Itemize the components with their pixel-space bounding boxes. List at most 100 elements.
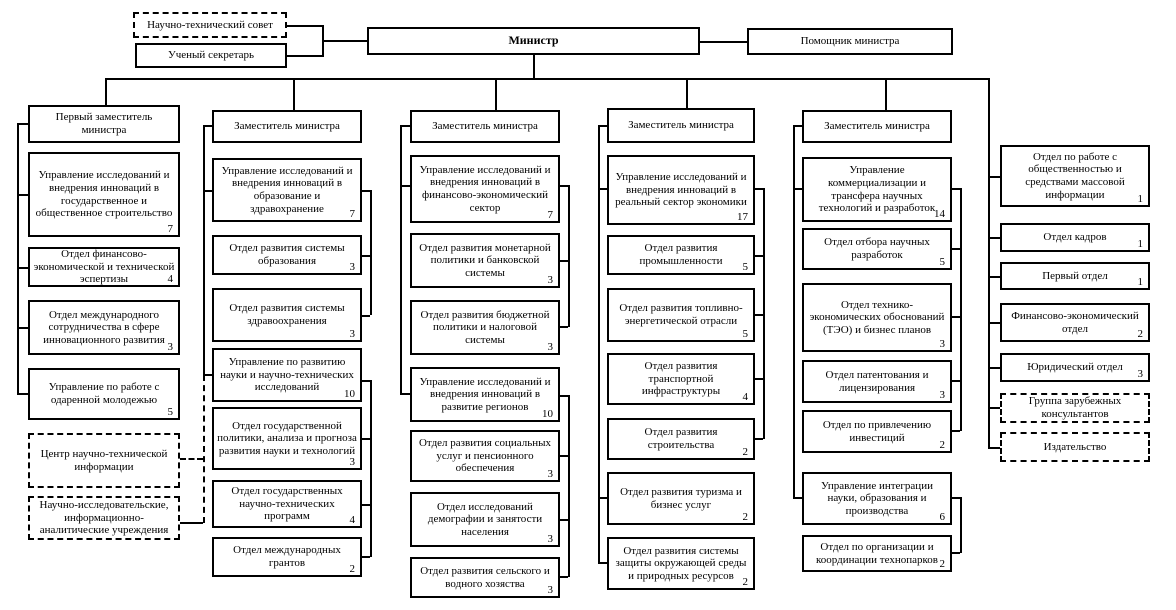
org-box-staff-count: 2: [742, 510, 749, 523]
org-box-c5-b3: Отдел технико-экономических обоснований …: [802, 283, 952, 352]
org-box-label: Управление интеграции науки, образования…: [821, 479, 933, 517]
org-box-label: Отдел технико-экономических обоснований …: [809, 298, 945, 336]
org-box-label: Управление исследований и внедрения инно…: [35, 169, 173, 220]
org-box-label: Отдел развития транспортной инфраструкту…: [641, 360, 721, 398]
org-box-science-council: Научно-технический совет: [133, 12, 287, 38]
org-box-staff-count: 3: [939, 337, 946, 350]
org-box-staff-count: 7: [349, 207, 356, 220]
org-box-c3-b6: Отдел исследований демографии и занятост…: [410, 492, 560, 547]
connector-line: [17, 327, 28, 329]
org-box-c2-b5: Отдел государственной политики, анализа …: [212, 407, 362, 470]
org-box-c1-b4: Управление по работе с одаренной молодеж…: [28, 368, 180, 420]
connector-line: [598, 562, 607, 564]
org-box-staff-count: 10: [344, 387, 355, 400]
connector-line: [598, 125, 600, 563]
connector-line: [793, 188, 802, 190]
connector-line: [988, 322, 1000, 324]
connector-line: [568, 185, 570, 327]
connector-line: [560, 455, 568, 457]
connector-line: [755, 378, 763, 380]
org-box-staff-count: 7: [547, 208, 554, 221]
org-box-staff-count: 1: [1137, 237, 1144, 250]
org-box-c2-b6: Отдел государственных научно-технических…: [212, 480, 362, 528]
org-box-staff-count: 3: [349, 327, 356, 340]
connector-line: [763, 188, 765, 439]
org-box-c3-b4: Управление исследований и внедрения инно…: [410, 367, 560, 422]
org-box-c1-head: Первый заместитель министра: [28, 105, 180, 143]
connector-line: [598, 125, 607, 127]
org-box-label: Управление по работе с одаренной молодеж…: [48, 381, 160, 406]
connector-line: [180, 522, 203, 524]
org-box-staff-count: 4: [167, 272, 174, 285]
org-box-label: Отдел развития монетарной политики и бан…: [419, 241, 551, 279]
org-box-c4-head: Заместитель министра: [607, 108, 755, 143]
connector-line: [755, 188, 763, 190]
org-box-label: Отдел международных грантов: [233, 544, 341, 569]
org-box-label: Заместитель министра: [824, 120, 930, 133]
connector-line: [362, 255, 370, 257]
org-box-c3-b3: Отдел развития бюджетной политики и нало…: [410, 300, 560, 355]
connector-line: [700, 41, 747, 43]
connector-line: [952, 248, 960, 250]
org-box-staff-count: 3: [547, 273, 554, 286]
connector-line: [988, 276, 1000, 278]
connector-line: [17, 393, 28, 395]
connector-line: [17, 267, 28, 269]
org-box-c4-b7: Отдел развития системы защиты окружающей…: [607, 537, 755, 590]
connector-line: [203, 374, 212, 376]
connector-line: [203, 125, 212, 127]
connector-line: [793, 125, 795, 498]
org-box-label: Отдел международного сотрудничества в сф…: [43, 308, 165, 346]
org-box-c1-b5: Центр научно-технической информации: [28, 433, 180, 488]
org-box-staff-count: 5: [742, 260, 749, 273]
org-box-staff-count: 7: [167, 222, 174, 235]
connector-line: [180, 458, 203, 460]
org-box-c3-b5: Отдел развития социальных услуг и пенсио…: [410, 430, 560, 482]
org-box-staff-count: 1: [1137, 275, 1144, 288]
org-box-label: Управление исследований и внедрения инно…: [221, 164, 353, 215]
org-box-label: Министр: [508, 33, 559, 48]
org-box-r-b7: Издательство: [1000, 432, 1150, 462]
connector-line: [568, 395, 570, 577]
connector-line: [755, 438, 763, 440]
org-box-label: Отдел развития системы защиты окружающей…: [615, 544, 747, 582]
connector-line: [960, 497, 962, 553]
org-box-label: Юридический отдел: [1027, 361, 1123, 374]
connector-line: [17, 194, 28, 196]
org-box-c4-b4: Отдел развития транспортной инфраструкту…: [607, 353, 755, 405]
org-box-label: Отдел по организации и координации техно…: [816, 540, 938, 566]
org-box-c5-head: Заместитель министра: [802, 110, 952, 143]
org-box-label: Отдел развития системы здравоохранения: [229, 302, 345, 327]
org-box-label: Отдел развития строительства: [644, 426, 718, 451]
connector-line: [105, 78, 107, 105]
org-box-staff-count: 3: [939, 388, 946, 401]
org-box-staff-count: 2: [939, 557, 946, 570]
org-box-c2-b4: Управление по развитию науки и научно-те…: [212, 348, 362, 402]
connector-line: [17, 123, 19, 394]
org-box-label: Научно-исследовательские, информационно-…: [39, 499, 169, 537]
org-box-c2-b7: Отдел международных грантов 2: [212, 537, 362, 577]
connector-line: [560, 185, 568, 187]
org-box-staff-count: 5: [742, 327, 749, 340]
org-box-staff-count: 2: [349, 562, 356, 575]
org-box-staff-count: 2: [742, 445, 749, 458]
org-box-label: Отдел по работе с общественностью и сред…: [1025, 150, 1125, 201]
org-box-label: Научно-технический совет: [147, 18, 273, 31]
connector-line: [598, 188, 607, 190]
org-box-staff-count: 10: [542, 407, 553, 420]
connector-line: [400, 125, 410, 127]
org-box-label: Отдел по привлечению инвестиций: [822, 418, 932, 444]
connector-line: [755, 314, 763, 316]
connector-line: [560, 395, 568, 397]
org-box-staff-count: 3: [349, 260, 356, 273]
connector-line: [287, 25, 322, 27]
connector-line: [952, 497, 960, 499]
connector-line: [952, 552, 960, 554]
